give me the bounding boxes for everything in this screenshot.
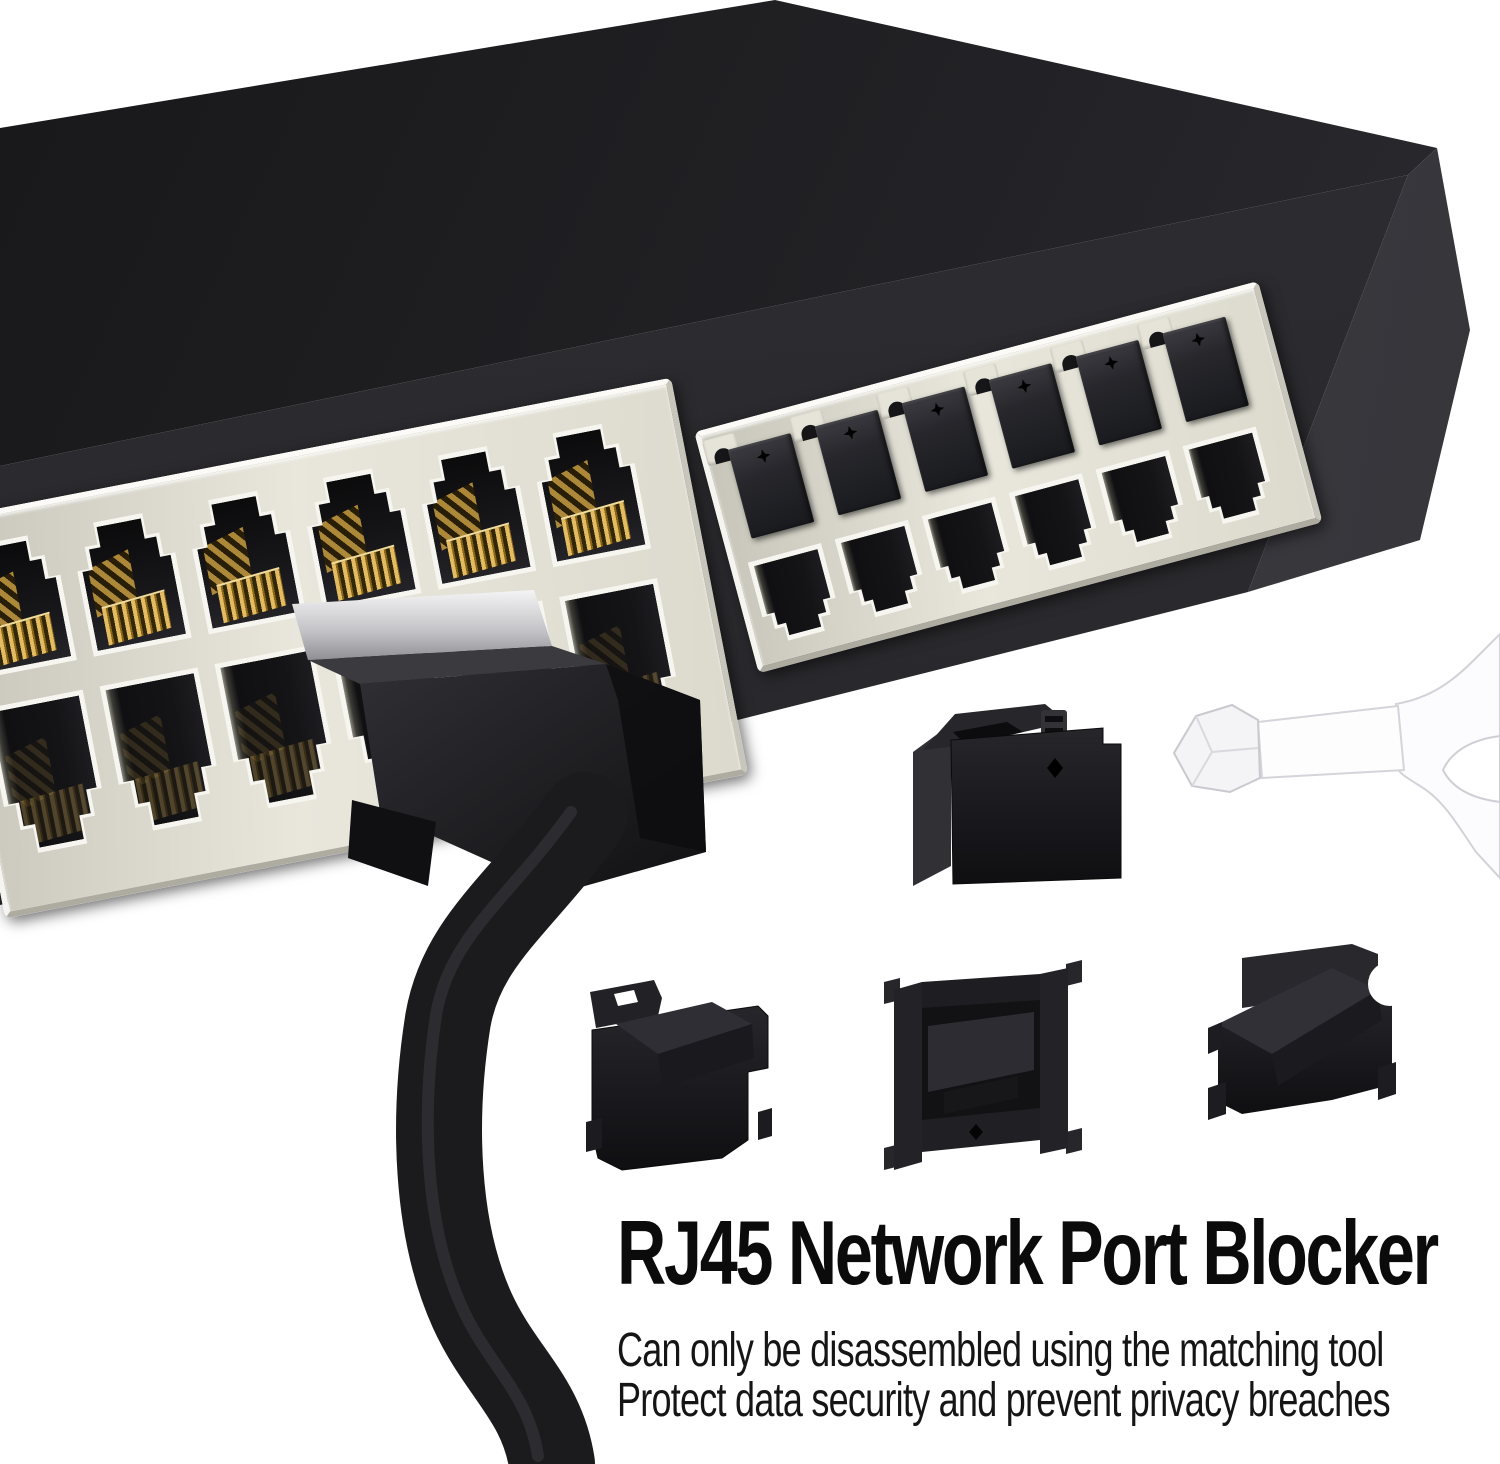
rj45-port-open xyxy=(69,508,192,657)
installed-port-blocker xyxy=(901,386,989,493)
keyhole-icon xyxy=(969,1124,983,1140)
rj45-port-open xyxy=(559,578,686,746)
product-subtitle: Can only be disassembled using the match… xyxy=(617,1324,1391,1427)
rj45-port-open xyxy=(1095,450,1191,553)
subtitle-line-2: Protect data security and prevent privac… xyxy=(617,1374,1391,1427)
unlock-tool xyxy=(1172,632,1500,880)
rj45-port-open xyxy=(528,419,651,568)
installed-port-blocker xyxy=(814,409,902,516)
rj45-port-open xyxy=(413,441,536,590)
rj45-port-open xyxy=(444,600,571,768)
blocked-port xyxy=(1136,305,1251,427)
rj45-port-open xyxy=(1182,426,1278,529)
port-blocker-angled-left xyxy=(586,980,772,1171)
subtitle-line-1: Can only be disassembled using the match… xyxy=(617,1324,1384,1377)
rj45-port-open xyxy=(298,464,421,613)
rj45-port-open xyxy=(835,520,931,623)
rj45-port-open xyxy=(0,690,112,858)
keyhole-icon xyxy=(929,401,946,418)
rj45-port-open xyxy=(921,496,1017,599)
port-blocker-front-view xyxy=(884,960,1082,1170)
installed-port-blocker xyxy=(727,433,815,539)
rj45-port-open xyxy=(748,543,844,646)
keyhole-icon xyxy=(1047,758,1063,778)
port-blocker-back-view xyxy=(913,704,1122,886)
keyhole-icon xyxy=(1190,331,1207,348)
product-title: RJ45 Network Port Blocker xyxy=(617,1203,1439,1304)
rj45-port-open xyxy=(99,667,226,835)
installed-port-blocker xyxy=(988,363,1076,469)
port-blocker-angled-right xyxy=(1208,944,1412,1120)
ethernet-cable xyxy=(396,772,628,1464)
keyhole-icon xyxy=(755,447,772,464)
rj45-port-with-cable xyxy=(329,623,456,791)
rj45-port-open xyxy=(183,486,306,635)
rj45-port-open xyxy=(214,645,341,813)
keyhole-icon xyxy=(1016,378,1033,395)
keyhole-icon xyxy=(842,424,859,441)
rj45-port-open xyxy=(0,531,77,680)
rj45-port-open xyxy=(1008,473,1104,576)
keyhole-icon xyxy=(1103,354,1120,371)
installed-port-blocker xyxy=(1075,339,1163,446)
installed-port-blocker xyxy=(1162,316,1250,423)
